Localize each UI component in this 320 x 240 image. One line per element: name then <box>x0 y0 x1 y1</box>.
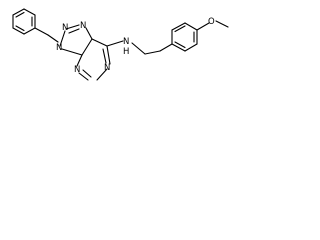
atom-nh-n: N <box>123 37 129 47</box>
methoxy-group <box>196 20 229 31</box>
structure-diagram: N N N N N N H O <box>12 8 229 81</box>
triazole-ring <box>59 24 93 56</box>
benzyl-methylene <box>34 27 59 43</box>
pyrimidine-ring <box>76 38 111 81</box>
atom-n1: N <box>56 43 62 53</box>
atom-n5: N <box>74 65 80 75</box>
methoxyphenyl-ring <box>159 22 198 52</box>
atom-n7: N <box>104 63 110 73</box>
atom-nh-h: H <box>123 47 129 57</box>
atom-o: O <box>208 17 215 27</box>
atom-labels: N N N N N N H O <box>56 17 215 75</box>
atom-n3: N <box>80 21 86 31</box>
atom-n2: N <box>62 23 68 33</box>
amino-methylene-linker <box>106 40 161 55</box>
benzyl-phenyl-ring <box>12 8 36 35</box>
